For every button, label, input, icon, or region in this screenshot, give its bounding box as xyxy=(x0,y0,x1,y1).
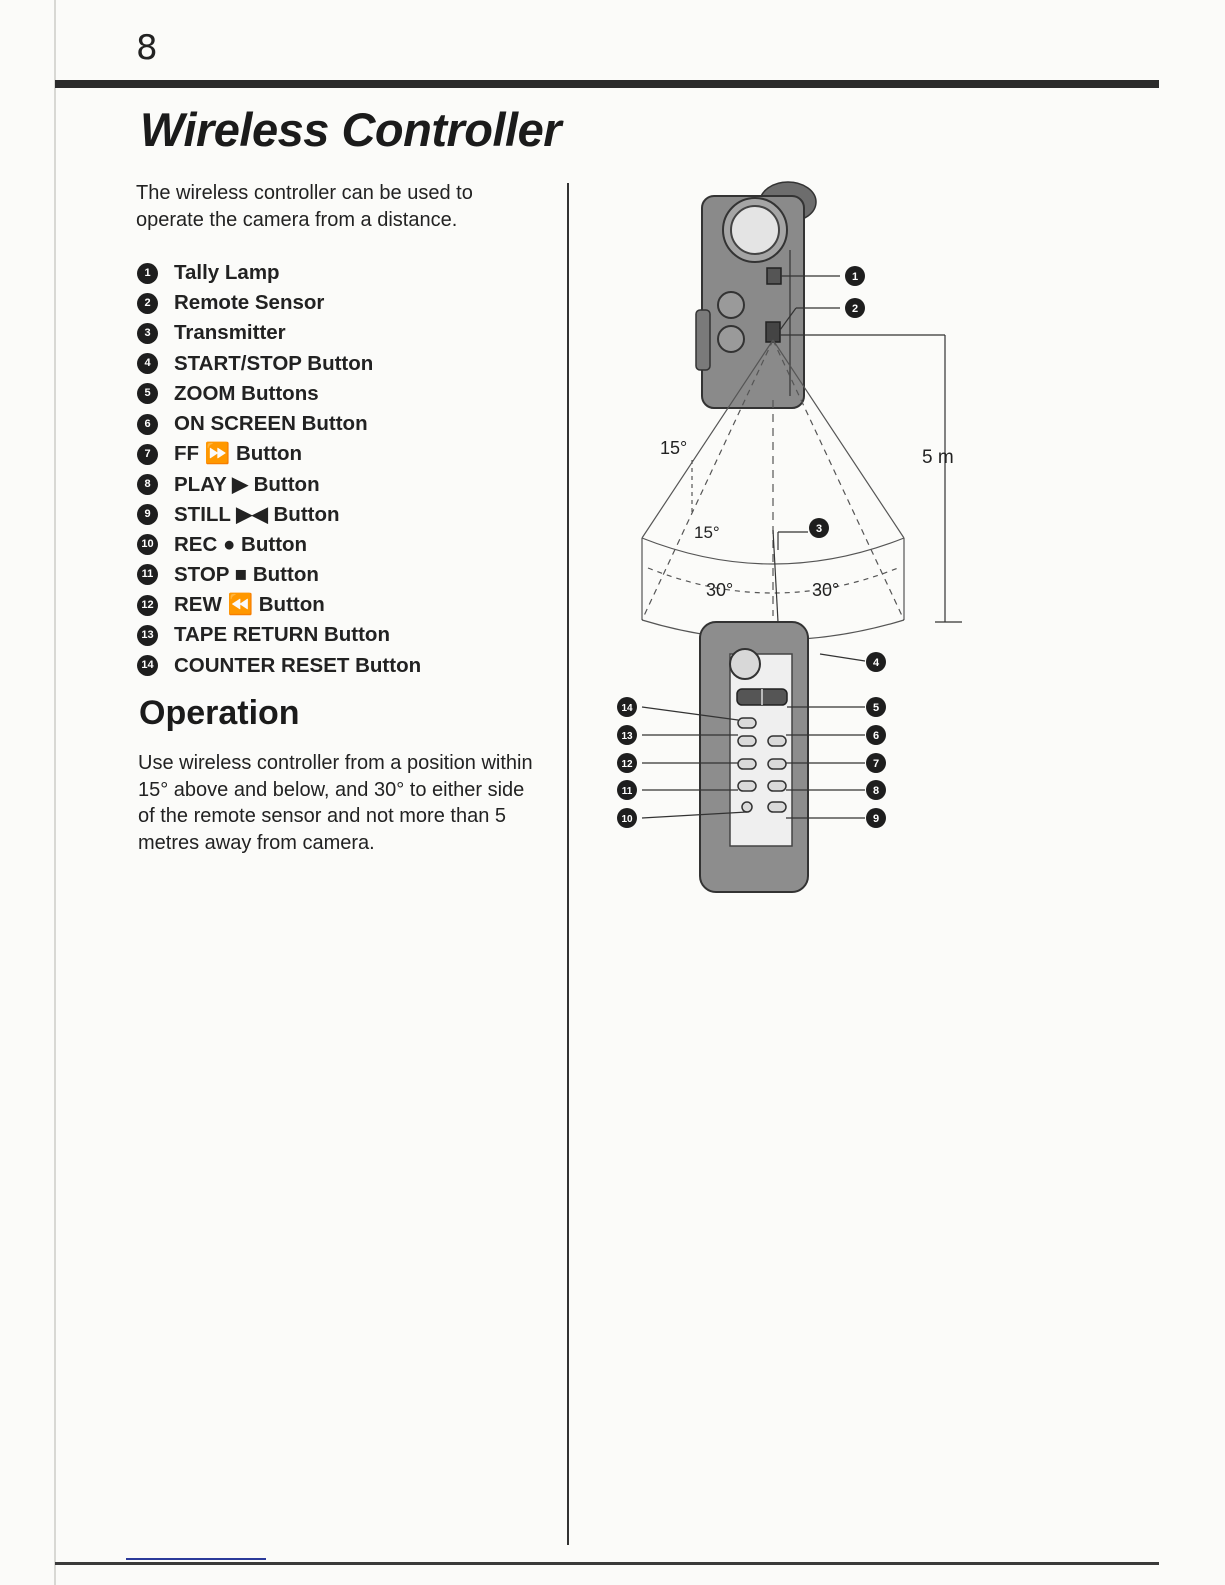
part-item: 7 FF ⏩ Button xyxy=(137,439,421,469)
callout-number: 13 xyxy=(621,731,633,742)
callout-number: 12 xyxy=(137,594,158,616)
header-rule xyxy=(55,80,1159,88)
page-title: Wireless Controller xyxy=(140,103,562,156)
part-label: STOP ■ Button xyxy=(174,562,319,586)
part-label: Tally Lamp xyxy=(174,261,280,285)
part-item: 4 START/STOP Button xyxy=(137,349,421,379)
page-left-edge xyxy=(54,0,56,1585)
footer-accent xyxy=(126,1558,266,1560)
callout-number: 4 xyxy=(137,353,158,375)
callout-badge: 2 xyxy=(845,298,865,318)
callout-number: 9 xyxy=(137,504,158,526)
part-item: 12 REW ⏪ Button xyxy=(137,590,421,620)
part-label: REC ● Button xyxy=(174,532,308,556)
callout-number: 10 xyxy=(137,534,158,556)
part-item: 8 PLAY ▶ Button xyxy=(137,469,421,499)
part-label: Remote Sensor xyxy=(174,291,325,315)
part-label: COUNTER RESET Button xyxy=(174,653,422,677)
callout-number: 11 xyxy=(137,564,158,586)
part-item: 3 Transmitter xyxy=(137,318,421,348)
callout-number: 5 xyxy=(137,383,158,405)
tally-lamp xyxy=(766,267,782,285)
intro-paragraph: The wireless controller can be used to o… xyxy=(136,182,473,231)
callout-number: 14 xyxy=(137,655,158,677)
operation-heading: Operation xyxy=(139,694,300,732)
part-label: STILL ▶◀ Button xyxy=(174,503,340,527)
part-item: 9 STILL ▶◀ Button xyxy=(137,500,421,530)
callout-number: 2 xyxy=(852,303,858,315)
part-item: 10 REC ● Button xyxy=(137,530,421,560)
part-label: REW ⏪ Button xyxy=(174,593,325,617)
callout-badge: 13 xyxy=(617,725,637,745)
camera-illustration xyxy=(695,181,817,409)
callout-badge: 6 xyxy=(866,725,886,745)
part-label: ZOOM Buttons xyxy=(174,381,319,405)
callout-badge: 7 xyxy=(866,753,886,773)
angle-label-left: 30° xyxy=(706,580,733,600)
callout-badge: 14 xyxy=(617,697,637,717)
callout-badge: 12 xyxy=(617,753,637,773)
callout-number: 1 xyxy=(137,262,158,284)
callout-number: 7 xyxy=(873,758,879,770)
callout-number: 12 xyxy=(621,759,633,770)
angle-label-bottom: 15° xyxy=(694,523,720,542)
operation-paragraph: Use wireless controller from a position … xyxy=(138,752,533,854)
callout-number: 6 xyxy=(137,413,158,435)
part-item: 13 TAPE RETURN Button xyxy=(137,620,421,650)
part-item: 2 Remote Sensor xyxy=(137,288,421,318)
callout-number: 10 xyxy=(621,814,633,825)
part-item: 14 COUNTER RESET Button xyxy=(137,650,421,680)
page-number: 8 xyxy=(136,28,158,68)
angle-label-right: 30° xyxy=(812,580,839,600)
callout-badge: 8 xyxy=(866,780,886,800)
callout-number: 3 xyxy=(137,322,158,344)
start-stop-button xyxy=(729,648,761,680)
callout-number: 11 xyxy=(622,786,633,797)
callout-badge: 3 xyxy=(809,518,829,538)
callout-number: 8 xyxy=(137,473,158,495)
column-divider xyxy=(567,183,569,1545)
callout-number: 4 xyxy=(873,657,880,669)
distance-label: 5 m xyxy=(922,447,954,468)
part-label: TAPE RETURN Button xyxy=(174,623,390,647)
part-item: 6 ON SCREEN Button xyxy=(137,409,421,439)
callout-badge: 10 xyxy=(617,808,637,828)
callout-number: 3 xyxy=(816,523,822,535)
part-label: FF ⏩ Button xyxy=(174,442,302,466)
distance-dimension xyxy=(780,334,962,623)
part-label: ON SCREEN Button xyxy=(174,412,368,436)
leader-lines xyxy=(641,275,866,819)
part-item: 5 ZOOM Buttons xyxy=(137,379,421,409)
callout-number: 7 xyxy=(137,443,158,465)
controller-range-diagram: 15° 15° 30° 30° 5 m xyxy=(617,181,962,893)
callout-number: 2 xyxy=(137,292,158,314)
part-label: START/STOP Button xyxy=(174,351,374,375)
range-cone xyxy=(641,339,905,641)
callout-number: 5 xyxy=(873,702,879,714)
callout-number: 8 xyxy=(873,785,879,797)
callout-badge: 9 xyxy=(866,808,886,828)
footer-rule xyxy=(55,1562,1159,1565)
callout-number: 14 xyxy=(621,703,633,714)
part-label: PLAY ▶ Button xyxy=(174,472,320,496)
part-item: 1 Tally Lamp xyxy=(137,258,421,288)
remote-sensor xyxy=(765,321,781,343)
remote-controller-illustration xyxy=(699,529,809,893)
callout-number: 6 xyxy=(873,730,879,742)
callout-badge: 5 xyxy=(866,697,886,717)
part-item: 11 STOP ■ Button xyxy=(137,560,421,590)
callout-badge: 11 xyxy=(617,780,637,800)
angle-label-top: 15° xyxy=(660,438,687,458)
callout-number: 1 xyxy=(852,271,858,283)
callout-number: 9 xyxy=(873,813,879,825)
callout-badge: 1 xyxy=(845,266,865,286)
callout-number: 13 xyxy=(137,624,158,646)
part-label: Transmitter xyxy=(174,321,286,345)
callout-badge: 4 xyxy=(866,652,886,672)
